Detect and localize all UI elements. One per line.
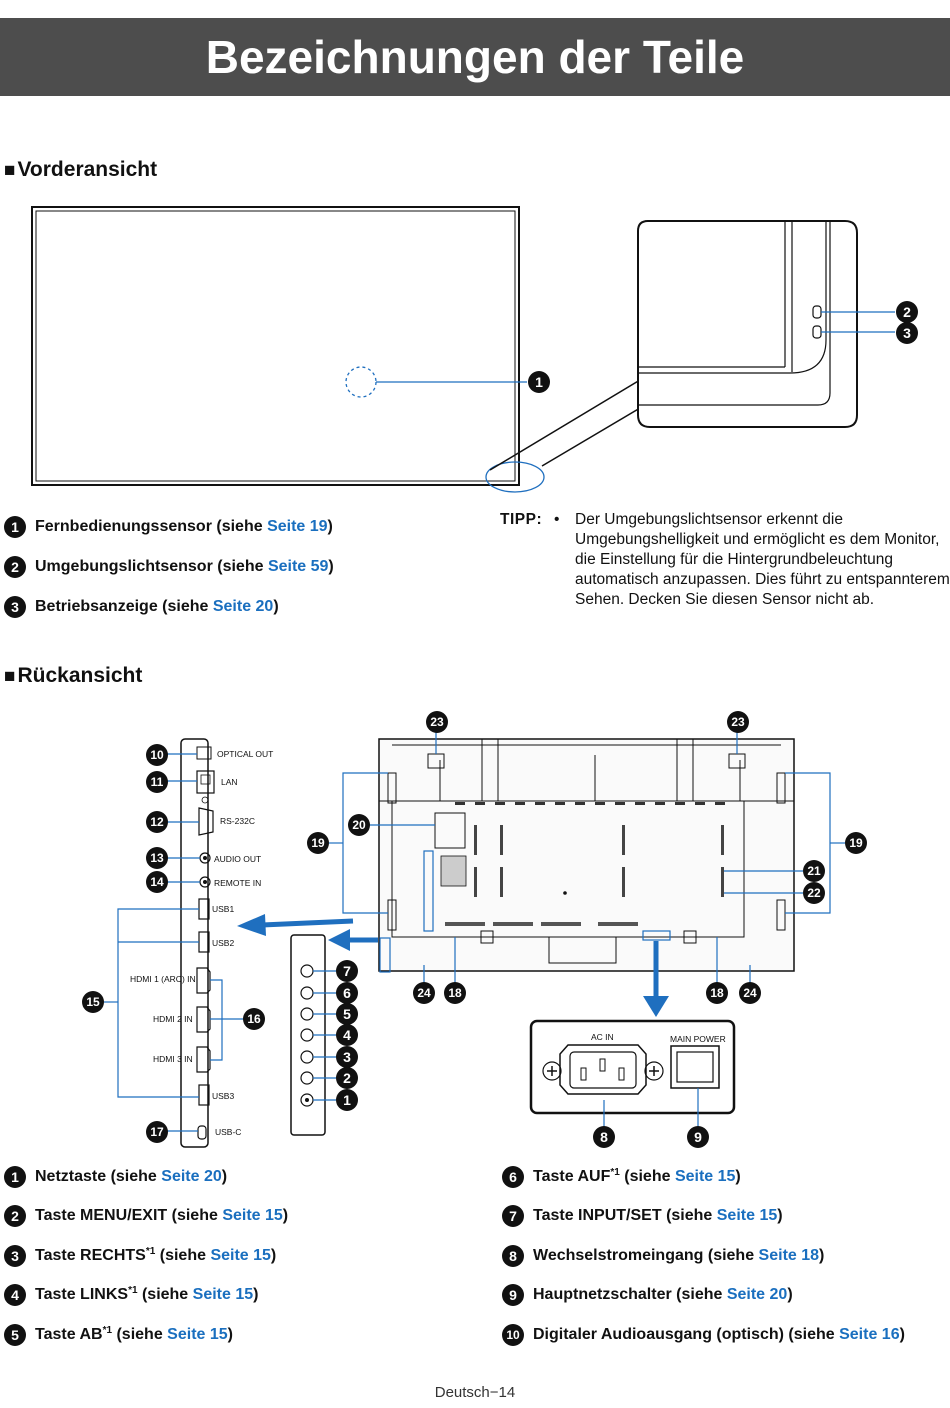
callout-21: 21 <box>803 860 825 882</box>
main-power-label: MAIN POWER <box>670 1034 726 1044</box>
port-lan-label: LAN <box>221 777 238 787</box>
link-page[interactable]: Seite 15 <box>716 1207 778 1224</box>
callout-15: 15 <box>82 991 104 1013</box>
callout-18-right: 18 <box>706 982 728 1004</box>
link-page[interactable]: Seite 20 <box>161 1168 222 1185</box>
port-usb2-label: USB2 <box>212 938 235 948</box>
link-seite-19[interactable]: Seite 19 <box>267 518 328 535</box>
link-seite-59[interactable]: Seite 59 <box>267 558 329 575</box>
port-audio-out-label: AUDIO OUT <box>214 854 262 864</box>
link-page[interactable]: Seite 20 <box>726 1286 788 1303</box>
link-page[interactable]: Seite 15 <box>167 1326 228 1343</box>
callout-1-rear: 1 <box>336 1089 358 1111</box>
link-page[interactable]: Seite 15 <box>674 1168 736 1185</box>
callout-5-rear: 5 <box>336 1003 358 1025</box>
callout-17: 17 <box>146 1121 168 1143</box>
port-rs232c-label: RS-232C <box>220 816 255 826</box>
link-page[interactable]: Seite 15 <box>192 1286 254 1303</box>
callout-1-front: 1 <box>528 371 550 393</box>
tip-text: Der Umgebungslichtsensor erkennt die Umg… <box>575 511 950 608</box>
rear-view-heading: ■Rückansicht <box>4 664 143 687</box>
port-usb1-label: USB1 <box>212 904 235 914</box>
page-title: Bezeichnungen der Teile <box>0 18 950 96</box>
port-hdmi2-label: HDMI 2 IN <box>153 1014 193 1024</box>
square-bullet-icon: ■ <box>4 666 16 687</box>
callout-12: 12 <box>146 811 168 833</box>
port-remote-in-label: REMOTE IN <box>214 878 262 888</box>
callout-16: 16 <box>243 1008 265 1030</box>
callout-9: 9 <box>687 1126 709 1148</box>
callout-8: 8 <box>593 1126 615 1148</box>
link-page[interactable]: Seite 16 <box>839 1326 900 1343</box>
front-view-diagram <box>31 206 895 493</box>
port-hdmi3-label: HDMI 3 IN <box>153 1054 193 1064</box>
callout-24-left: 24 <box>413 982 435 1004</box>
tip-label: TIPP: <box>500 511 543 528</box>
callout-3-rear: 3 <box>336 1046 358 1068</box>
callout-6-rear: 6 <box>336 982 358 1004</box>
page-footer: Deutsch−14 <box>434 1384 516 1401</box>
callout-2-rear: 2 <box>336 1067 358 1089</box>
link-page[interactable]: Seite 15 <box>210 1247 271 1264</box>
callout-3-front: 3 <box>896 322 918 344</box>
callout-24-right: 24 <box>739 982 761 1004</box>
ac-in-label: AC IN <box>591 1032 614 1042</box>
callout-7-rear: 7 <box>336 960 358 982</box>
tip-bullet: • <box>554 511 560 528</box>
link-page[interactable]: Seite 15 <box>222 1207 283 1224</box>
callout-11: 11 <box>146 771 168 793</box>
callout-20: 20 <box>348 814 370 836</box>
front-view-heading: ■Vorderansicht <box>4 158 158 181</box>
callout-4-rear: 4 <box>336 1024 358 1046</box>
link-page[interactable]: Seite 18 <box>758 1247 820 1264</box>
callout-23-left: 23 <box>426 711 448 733</box>
port-optical-out-label: OPTICAL OUT <box>217 749 274 759</box>
callout-22: 22 <box>803 882 825 904</box>
rear-view-diagram <box>104 732 845 1148</box>
port-hdmi1-label: HDMI 1 (ARC) IN <box>130 974 196 984</box>
link-seite-20[interactable]: Seite 20 <box>212 598 274 615</box>
callout-10: 10 <box>146 744 168 766</box>
port-usbc-label: USB-C <box>215 1127 242 1137</box>
callout-2-front: 2 <box>896 301 918 323</box>
callout-13: 13 <box>146 847 168 869</box>
callout-23-right: 23 <box>727 711 749 733</box>
square-bullet-icon: ■ <box>4 160 16 181</box>
callout-19-left: 19 <box>307 832 329 854</box>
callout-19-right: 19 <box>845 832 867 854</box>
port-usb3-label: USB3 <box>212 1091 235 1101</box>
callout-18-left: 18 <box>444 982 466 1004</box>
callout-14: 14 <box>146 871 168 893</box>
